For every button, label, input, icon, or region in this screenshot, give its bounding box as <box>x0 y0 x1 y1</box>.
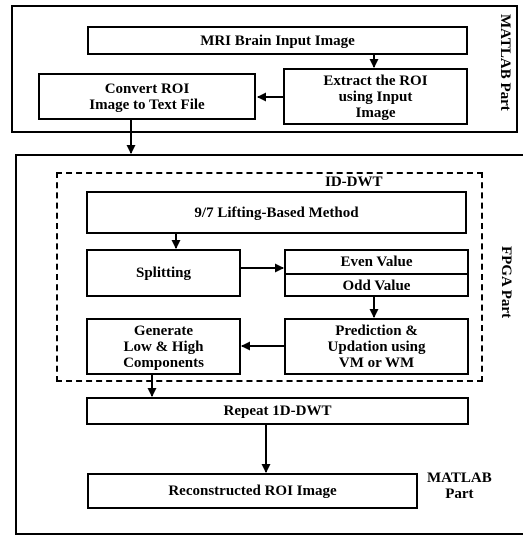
extract-roi-box: Extract the ROI using Input Image <box>283 68 468 125</box>
generate-line-2: Low & High <box>123 338 204 355</box>
lifting-method-box: 9/7 Lifting-Based Method <box>86 191 467 234</box>
extract-roi-line-3: Image <box>355 104 396 121</box>
generate-components-box: Generate Low & High Components <box>86 318 241 375</box>
mri-input-image-text: MRI Brain Input Image <box>200 32 355 49</box>
convert-roi-line-2: Image to Text File <box>89 96 205 113</box>
repeat-dwt-text: Repeat 1D-DWT <box>223 403 332 419</box>
extract-roi-line-1: Extract the ROI <box>323 72 428 89</box>
convert-roi-line-1: Convert ROI <box>104 80 190 97</box>
repeat-dwt-box: Repeat 1D-DWT <box>86 397 469 425</box>
reconstructed-roi-text: Reconstructed ROI Image <box>168 483 337 499</box>
even-value-text: Even Value <box>340 254 413 270</box>
splitting-text: Splitting <box>135 265 192 281</box>
even-value-cell: Even Value <box>286 251 467 274</box>
convert-roi-box: Convert ROI Image to Text File <box>38 73 256 120</box>
matlab-bottom-label-line-2: Part <box>445 486 474 502</box>
flow-diagram: MATLAB Part MRI Brain Input Image Extrac… <box>11 5 523 535</box>
generate-line-1: Generate <box>133 322 194 339</box>
matlab-part-label: MATLAB Part <box>497 14 513 111</box>
even-odd-box: Even Value Odd Value <box>284 249 469 297</box>
extract-roi-line-2: using Input <box>338 88 413 105</box>
prediction-line-1: Prediction & <box>335 322 418 339</box>
even-odd-divider <box>286 273 467 275</box>
prediction-box: Prediction & Updation using VM or WM <box>284 318 469 375</box>
mri-input-image-box: MRI Brain Input Image <box>87 26 468 55</box>
prediction-line-2: Updation using <box>327 338 426 355</box>
generate-line-3: Components <box>123 354 204 371</box>
matlab-bottom-label-line-1: MATLAB <box>427 470 492 486</box>
odd-value-cell: Odd Value <box>286 275 467 297</box>
lifting-method-text: 9/7 Lifting-Based Method <box>194 204 359 221</box>
odd-value-text: Odd Value <box>342 277 411 294</box>
reconstructed-roi-box: Reconstructed ROI Image <box>87 473 418 509</box>
fpga-part-label: FPGA Part <box>498 246 514 319</box>
prediction-line-3: VM or WM <box>338 354 415 371</box>
dwt-region <box>56 172 483 382</box>
matlab-bottom-label: MATLAB Part <box>427 470 492 502</box>
matlab-part-frame <box>11 5 518 133</box>
dwt-title: ID-DWT <box>325 174 383 190</box>
splitting-box: Splitting <box>86 249 241 297</box>
